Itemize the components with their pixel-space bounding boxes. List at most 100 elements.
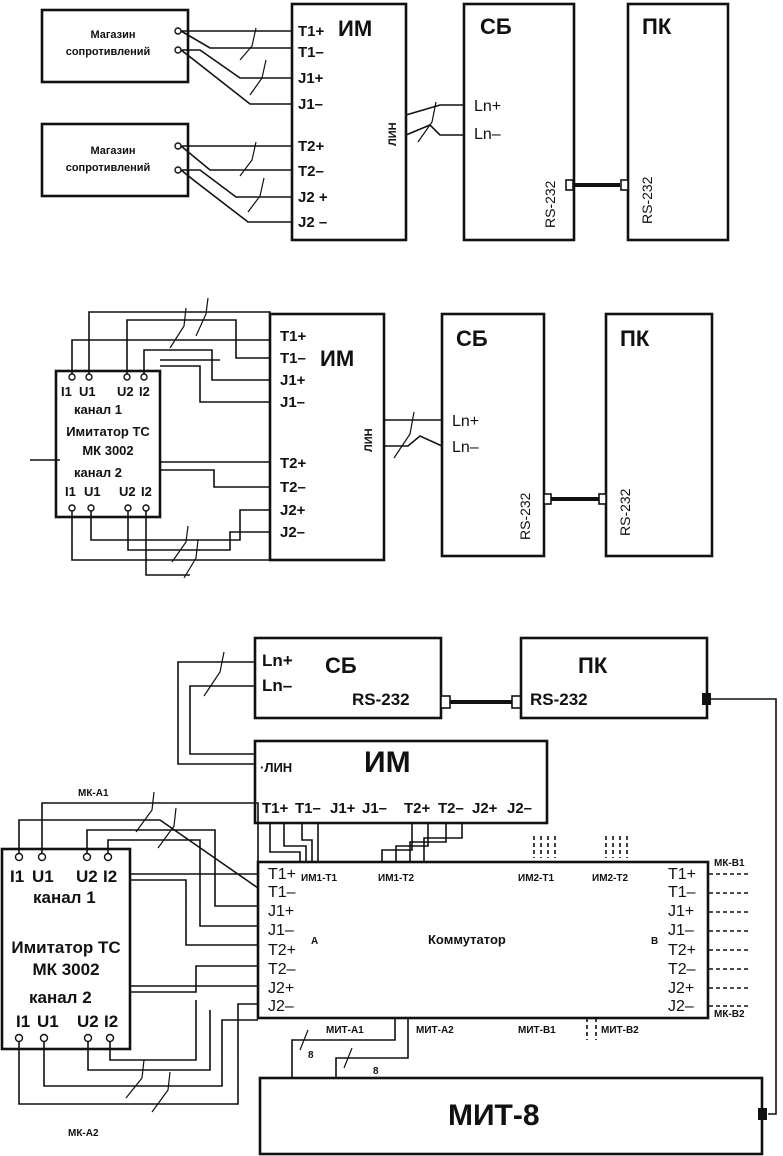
sim3-bottom-terminal-2 [39, 1033, 49, 1043]
bus-count-a2: 8 [373, 1066, 379, 1077]
pk-box-3 [519, 636, 709, 720]
sim2-bottom-terminal-1 [68, 504, 76, 512]
kom-right-pin-t1p: T1+ [668, 866, 696, 883]
mk-b2-label: МК-В2 [714, 1009, 745, 1020]
im-2-pin-t1m: T1– [280, 350, 306, 367]
pk-box-2 [604, 312, 714, 558]
sim3-bottom-twist-marks [125, 1059, 171, 1113]
sim2-top-pin-i1: I1 [61, 384, 72, 399]
pk-1-plug [620, 179, 629, 191]
im-box-2 [268, 312, 386, 562]
sim3-top-pin-i1: I1 [10, 867, 24, 886]
store-1-label-line2: сопротивлений [66, 46, 151, 58]
commutator-port-im2-t2: ИМ2-Т2 [592, 873, 629, 884]
sim3-top-pin-u1: U1 [32, 867, 54, 886]
diagram-3: Ln+ Ln– СБ RS-232 ПК RS-232 ·ЛИН ИМ T1+ … [0, 636, 777, 1156]
store-2-twist-marks [239, 141, 265, 213]
im-1-lin-port: ЛИН [387, 122, 399, 146]
kom-right-pin-t1m: T1– [668, 884, 696, 901]
sb-box-3 [253, 636, 443, 720]
sb-3-rs232: RS-232 [352, 690, 410, 709]
sim3-top-terminal-2 [37, 852, 47, 862]
im-2-pin-t2p: T2+ [280, 455, 307, 472]
resistance-store-2 [40, 122, 190, 198]
sim3-top-terminal-4 [103, 852, 113, 862]
commutator-box [256, 860, 710, 1020]
resistance-store-1 [40, 8, 190, 84]
sim2-model: МК 3002 [82, 443, 133, 458]
im-2-pin-j2p: J2+ [280, 502, 306, 519]
bus-slash-marks [299, 1029, 353, 1069]
im-1-pin-t2m: T2– [298, 163, 324, 180]
sim3-top-twist-marks [135, 791, 177, 849]
sb-3-pin-lnm: Ln– [262, 676, 292, 695]
sim2-top-pin-u1: U1 [79, 384, 96, 399]
sim3-model: МК 3002 [32, 960, 99, 979]
bus-count-a1: 8 [308, 1050, 314, 1061]
kom-right-pin-j1p: J1+ [668, 903, 694, 920]
sim3-bottom-terminal-3 [83, 1033, 93, 1043]
commutator-port-mit-b2: МИТ-В2 [601, 1025, 639, 1036]
mit-8-plug [758, 1108, 767, 1120]
diagram-2: I1 U1 U2 I2 канал 1 Имитатор ТС МК 3002 … [30, 297, 714, 579]
kom-left-pin-j1m: J1– [268, 922, 294, 939]
store-2-wires [180, 145, 292, 223]
sb-1-pin-lnm: Ln– [474, 126, 501, 143]
im-3-lin-port: ·ЛИН [260, 760, 292, 775]
im-2-pin-j2m: J2– [280, 524, 305, 541]
commutator-mit-b-dashed [586, 1018, 597, 1040]
sim3-top-terminal-3 [82, 852, 92, 862]
sim3-top-pin-u2: U2 [76, 867, 98, 886]
pk-2-rs232: RS-232 [617, 488, 633, 536]
commutator-title: Коммутатор [428, 932, 506, 947]
store-2-label-line2: сопротивлений [66, 162, 151, 174]
kom-left-pin-t2m: T2– [268, 961, 296, 978]
commutator-port-im1-t1: ИМ1-Т1 [301, 873, 338, 884]
sim2-bottom-pin-i1: I1 [65, 484, 76, 499]
sim3-top-wires [18, 802, 259, 946]
sim2-bottom-wires [30, 459, 271, 576]
sim2-top-pin-u2: U2 [117, 384, 134, 399]
sb-2-pin-lnp: Ln+ [452, 413, 479, 430]
sb-im-twist-3 [203, 651, 225, 697]
sb-2-rs232: RS-232 [517, 492, 533, 540]
store-1-terminal-1 [174, 27, 182, 35]
sb-im-wires-3 [177, 661, 255, 765]
sim3-bottom-pin-i1: I1 [16, 1012, 30, 1031]
sim2-bottom-twist-marks [171, 525, 199, 579]
sim3-bottom-pin-u1: U1 [37, 1012, 59, 1031]
im-3-pin-t1m: T1– [295, 800, 321, 817]
im-1-pin-t1m: T1– [298, 44, 324, 61]
im-3-pin-t2p: T2+ [404, 800, 431, 817]
sim2-name: Имитатор ТС [66, 424, 150, 439]
sim3-name: Имитатор ТС [11, 938, 120, 957]
sim3-top-pin-i2: I2 [103, 867, 117, 886]
im-2-pin-j1p: J1+ [280, 372, 306, 389]
mk-b1-label: МК-В1 [714, 858, 745, 869]
commutator-mit-buses [291, 1018, 409, 1078]
im-2-pin-t1p: T1+ [280, 328, 307, 345]
sim2-top-terminal-1 [68, 373, 76, 381]
sim3-bottom-pin-i2: I2 [104, 1012, 118, 1031]
sim2-bottom-pin-i2: I2 [141, 484, 152, 499]
store-1-terminal-2 [174, 46, 182, 54]
im-3-pin-j2p: J2+ [472, 800, 498, 817]
im-3-pin-j2m: J2– [507, 800, 532, 817]
sim3-bottom-terminal-1 [14, 1033, 24, 1043]
commutator-port-mit-b1: МИТ-В1 [518, 1025, 556, 1036]
store-2-label-line1: Магазин [90, 145, 135, 157]
pk-title-1: ПК [642, 14, 672, 39]
im-box-1 [290, 2, 408, 242]
sim2-bottom-pin-u2: U2 [119, 484, 136, 499]
kom-right-pin-j2m: J2– [668, 998, 694, 1015]
sim2-top-wires [71, 311, 271, 403]
sim2-bottom-terminal-4 [142, 504, 150, 512]
pk-3-rs232: RS-232 [530, 690, 588, 709]
pk-3-mit-plug [702, 693, 711, 705]
sim3-bottom-terminal-4 [105, 1033, 115, 1043]
mk-a1-label: МК-А1 [78, 788, 109, 799]
im-3-pin-j1m: J1– [362, 800, 387, 817]
sb-2-pin-lnm: Ln– [452, 439, 479, 456]
pk-2-plug [598, 493, 607, 505]
